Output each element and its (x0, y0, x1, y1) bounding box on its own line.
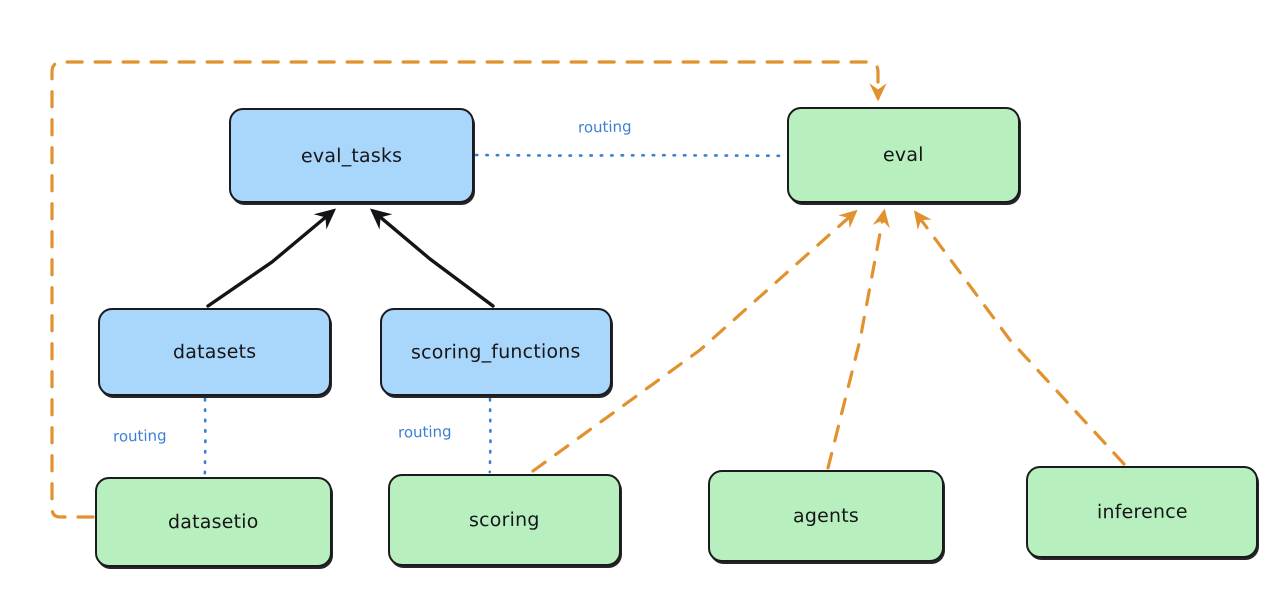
node-label: agents (792, 504, 860, 528)
node-label: scoring (469, 508, 540, 532)
edge-inference-to-eval (913, 210, 1126, 466)
node-label: inference (1096, 500, 1188, 524)
node-agents[interactable]: agents (708, 470, 944, 562)
edge-scoring_functions-to-scoring (488, 397, 492, 474)
edge-label-routing-eval-tasks-eval: routing (577, 117, 632, 137)
edge-scoring_functions-to-eval_tasks (369, 208, 495, 308)
node-inference[interactable]: inference (1026, 466, 1258, 558)
node-datasetio[interactable]: datasetio (95, 477, 332, 567)
edge-datasets-to-datasetio (203, 397, 207, 477)
node-scoring[interactable]: scoring (388, 474, 621, 566)
edge-eval_tasks-to-eval (474, 153, 787, 158)
edge-label-routing-scoring-functions-scoring: routing (397, 422, 452, 442)
node-scoring-functions[interactable]: scoring_functions (380, 308, 612, 396)
node-datasets[interactable]: datasets (98, 308, 331, 396)
node-label: eval (883, 143, 924, 167)
node-label: eval_tasks (300, 144, 403, 167)
node-eval[interactable]: eval (787, 107, 1020, 203)
node-label: datasetio (168, 510, 259, 534)
node-eval-tasks[interactable]: eval_tasks (229, 108, 474, 203)
node-label: datasets (172, 340, 257, 364)
edge-agents-to-eval (826, 208, 890, 470)
edge-datasets-to-eval_tasks (206, 208, 337, 308)
node-label: scoring_functions (411, 340, 581, 364)
edge-label-routing-datasets-datasetio: routing (112, 426, 167, 446)
